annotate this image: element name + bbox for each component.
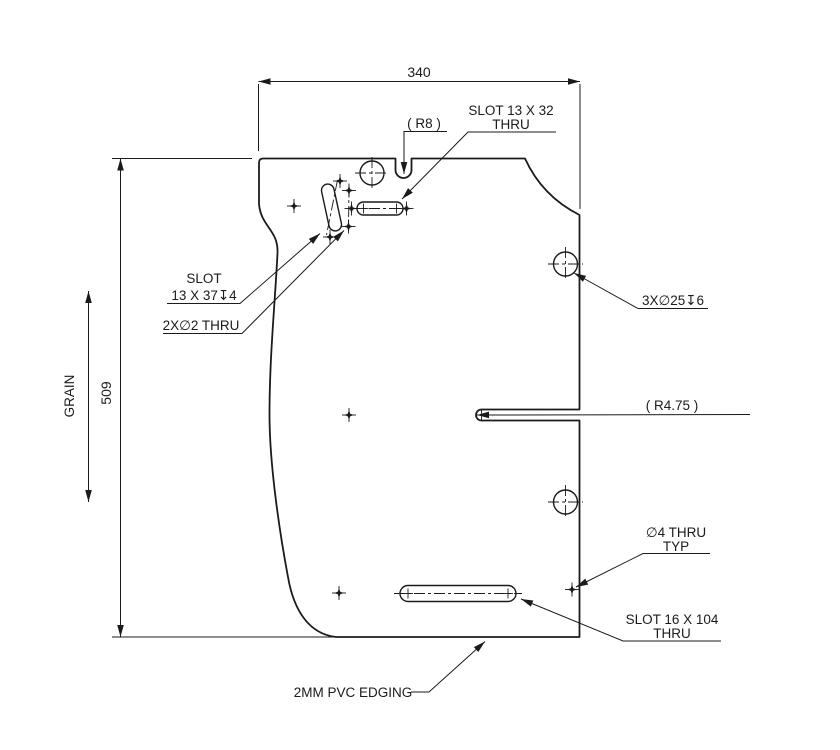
callout-small-holes: ∅4 THRU TYP	[575, 525, 710, 588]
slot-angled-label-line1: SLOT	[186, 271, 221, 286]
callout-large-holes: 3X∅25↧6	[573, 272, 708, 309]
large-holes-label: 3X∅25↧6	[642, 293, 704, 308]
dim-width-value: 340	[407, 64, 431, 80]
slot-angled-label-line2: 13 X 37↧4	[171, 288, 237, 303]
dim-height-value: 509	[98, 381, 114, 405]
slot-top-label-line2: THRU	[492, 117, 530, 132]
callout-edging: 2MM PVC EDGING	[294, 641, 486, 700]
slot-bottom-label-line2: THRU	[653, 626, 691, 641]
notch-radius-label: ( R8 )	[407, 116, 441, 131]
slot-bottom-16x104	[394, 584, 522, 603]
large-hole-right-lower	[548, 485, 583, 519]
callout-slot-top: SLOT 13 X 32 THRU	[401, 103, 556, 200]
part-outline	[258, 157, 581, 638]
slot-top-label-line1: SLOT 13 X 32	[468, 103, 553, 118]
grain-indicator: GRAIN	[62, 291, 92, 502]
dimension-height: 509	[98, 158, 340, 638]
callout-mid-slot-radius: ( R4.75 )	[476, 398, 751, 419]
callout-slot-bottom: SLOT 16 X 104 THRU	[520, 598, 721, 642]
mid-slot-radius-label: ( R4.75 )	[646, 398, 699, 413]
callout-slot-angled: SLOT 13 X 37↧4	[167, 233, 321, 304]
small-holes-label-line1: ∅4 THRU	[646, 525, 706, 540]
small-holes-label-line2: TYP	[663, 539, 689, 554]
dimension-width: 340	[258, 64, 581, 209]
callout-pilot-holes: 2X∅2 THRU	[163, 230, 345, 334]
edging-label: 2MM PVC EDGING	[294, 685, 413, 700]
pilot-holes-label: 2X∅2 THRU	[163, 318, 240, 333]
slot-bottom-label-line1: SLOT 16 X 104	[626, 612, 719, 627]
grain-label: GRAIN	[62, 375, 77, 418]
callout-notch-radius: ( R8 )	[400, 116, 447, 174]
large-hole-right-upper	[548, 247, 583, 281]
large-hole-top	[355, 157, 389, 190]
